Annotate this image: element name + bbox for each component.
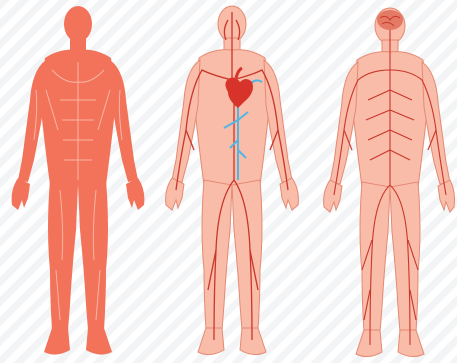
circulatory-system-figure — [152, 0, 304, 363]
right-leg — [390, 182, 420, 332]
head — [64, 6, 92, 42]
right-hand — [126, 178, 144, 210]
right-arm — [264, 60, 292, 182]
left-hand — [12, 178, 30, 210]
right-hand — [280, 178, 298, 210]
left-foot — [356, 330, 382, 357]
right-foot — [240, 328, 266, 355]
muscular-system-figure — [0, 0, 152, 363]
left-foot — [44, 328, 70, 355]
body-silhouette — [12, 6, 145, 355]
left-leg — [202, 180, 232, 330]
right-foot — [86, 328, 112, 355]
brain-icon — [377, 10, 403, 30]
right-hand — [438, 180, 455, 212]
right-arm — [110, 60, 138, 182]
left-hand — [166, 178, 184, 210]
left-arm — [172, 60, 200, 182]
left-leg — [48, 180, 78, 330]
left-foot — [198, 328, 224, 355]
right-arm — [422, 62, 450, 184]
right-foot — [398, 330, 424, 357]
left-arm — [18, 60, 46, 182]
skin-silhouette — [324, 8, 455, 357]
right-leg — [78, 180, 108, 330]
right-leg — [232, 180, 262, 330]
left-arm — [330, 62, 358, 184]
left-hand — [324, 180, 342, 212]
nervous-system-figure — [304, 0, 457, 363]
left-leg — [360, 182, 390, 332]
